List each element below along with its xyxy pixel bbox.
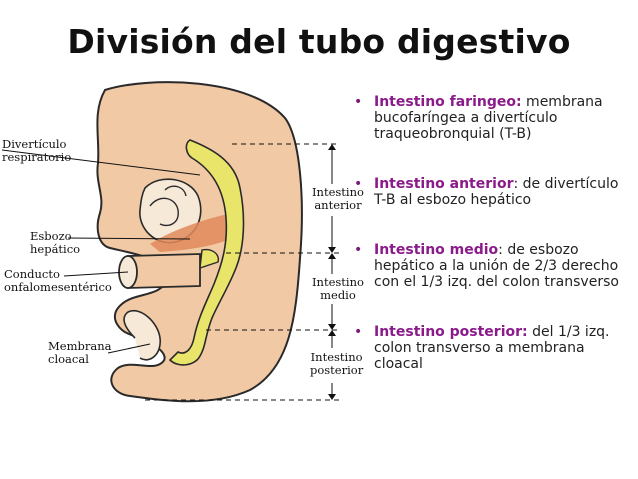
liver [150, 214, 232, 252]
bullet-text: de divertículo T-B al esbozo hepático [374, 176, 619, 208]
bullet-item: • Intestino anterior: de divertículo T-B… [354, 176, 619, 208]
bullet-item: • Intestino medio: de esbozo hepático a … [354, 242, 619, 290]
label-diverticulo: Divertículo respiratorio [2, 137, 72, 164]
gut-tube [168, 139, 245, 366]
bullet-dot: • [354, 242, 363, 258]
label-int-medio: Intestino medio [312, 275, 364, 302]
bullet-text: de esbozo hepático a la unión de 2/3 der… [374, 242, 619, 290]
bullet-term: Intestino medio [374, 242, 499, 258]
bullet-text: membrana bucofaríngea a divertículo traq… [374, 94, 603, 142]
yolk-stalk [127, 253, 201, 289]
bullet-text: del 1/3 izq. colon transverso a membrana… [374, 324, 610, 372]
label-membrana: Membrana cloacal [48, 339, 112, 366]
label-int-posterior: Intestino posterior [310, 350, 364, 377]
label-int-anterior: Intestino anterior [312, 185, 364, 212]
bullet-term: Intestino posterior [374, 324, 523, 340]
bullet-item: • Intestino posterior: del 1/3 izq. colo… [354, 324, 610, 372]
embryo-illustration [1, 81, 345, 403]
bullet-dot: • [354, 176, 363, 192]
bullet-term: Intestino anterior [374, 176, 514, 192]
bullet-dot: • [354, 324, 363, 340]
page-title: División del tubo digestivo [67, 22, 571, 61]
cloaca-loop [123, 309, 161, 361]
bullet-item: • Intestino faringeo: membrana bucofarín… [354, 94, 603, 142]
bullet-dot: • [354, 94, 363, 110]
bullet-list: • Intestino faringeo: membrana bucofarín… [348, 94, 633, 372]
embryo-figure: Divertículo respiratorio Esbozo hepático… [0, 78, 364, 418]
label-conducto: Conducto onfalomesentérico [4, 267, 112, 294]
label-esbozo: Esbozo hepático [30, 229, 81, 256]
bullet-term: Intestino faringeo [374, 94, 516, 110]
